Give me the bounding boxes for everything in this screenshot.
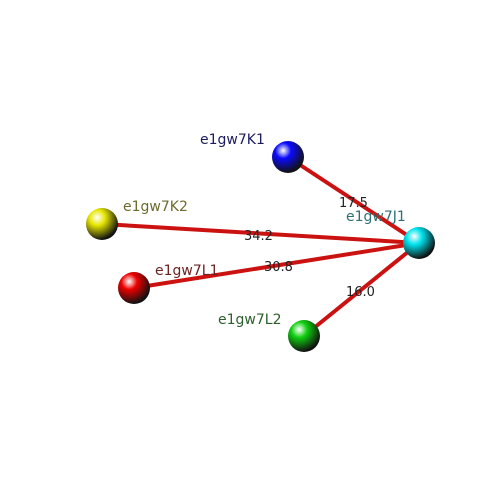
edge-labels-layer: 17.5 34.2 30.8 16.0 xyxy=(244,196,375,300)
edge-label-e1gw7L2-e1gw7J1: 16.0 xyxy=(346,285,375,300)
edge-e1gw7L2-e1gw7J1 xyxy=(302,241,421,338)
node-e1gw7L1 xyxy=(118,272,150,304)
node-e1gw7K2 xyxy=(86,208,118,240)
edge-e1gw7K1-e1gw7J1 xyxy=(286,155,421,245)
nodes-layer xyxy=(86,141,435,352)
node-label-e1gw7L2: e1gw7L2 xyxy=(218,312,281,328)
edge-label-e1gw7K1-e1gw7J1: 17.5 xyxy=(339,196,368,211)
edge-e1gw7K2-e1gw7J1 xyxy=(100,222,421,245)
node-label-e1gw7L1: e1gw7L1 xyxy=(155,263,218,279)
edge-label-e1gw7K2-e1gw7J1: 34.2 xyxy=(244,229,273,244)
edge-e1gw7L1-e1gw7J1 xyxy=(132,241,421,290)
edges-layer xyxy=(100,155,421,338)
node-label-e1gw7K2: e1gw7K2 xyxy=(123,199,188,215)
node-e1gw7L2 xyxy=(288,320,320,352)
node-e1gw7K1 xyxy=(272,141,304,173)
node-label-e1gw7J1: e1gw7J1 xyxy=(346,209,406,225)
node-e1gw7J1 xyxy=(403,227,435,259)
node-labels-layer: e1gw7J1 e1gw7K1 e1gw7K2 e1gw7L1 e1gw7L2 xyxy=(123,132,406,328)
edge-label-e1gw7L1-e1gw7J1: 30.8 xyxy=(264,260,293,275)
node-label-e1gw7K1: e1gw7K1 xyxy=(200,132,265,148)
